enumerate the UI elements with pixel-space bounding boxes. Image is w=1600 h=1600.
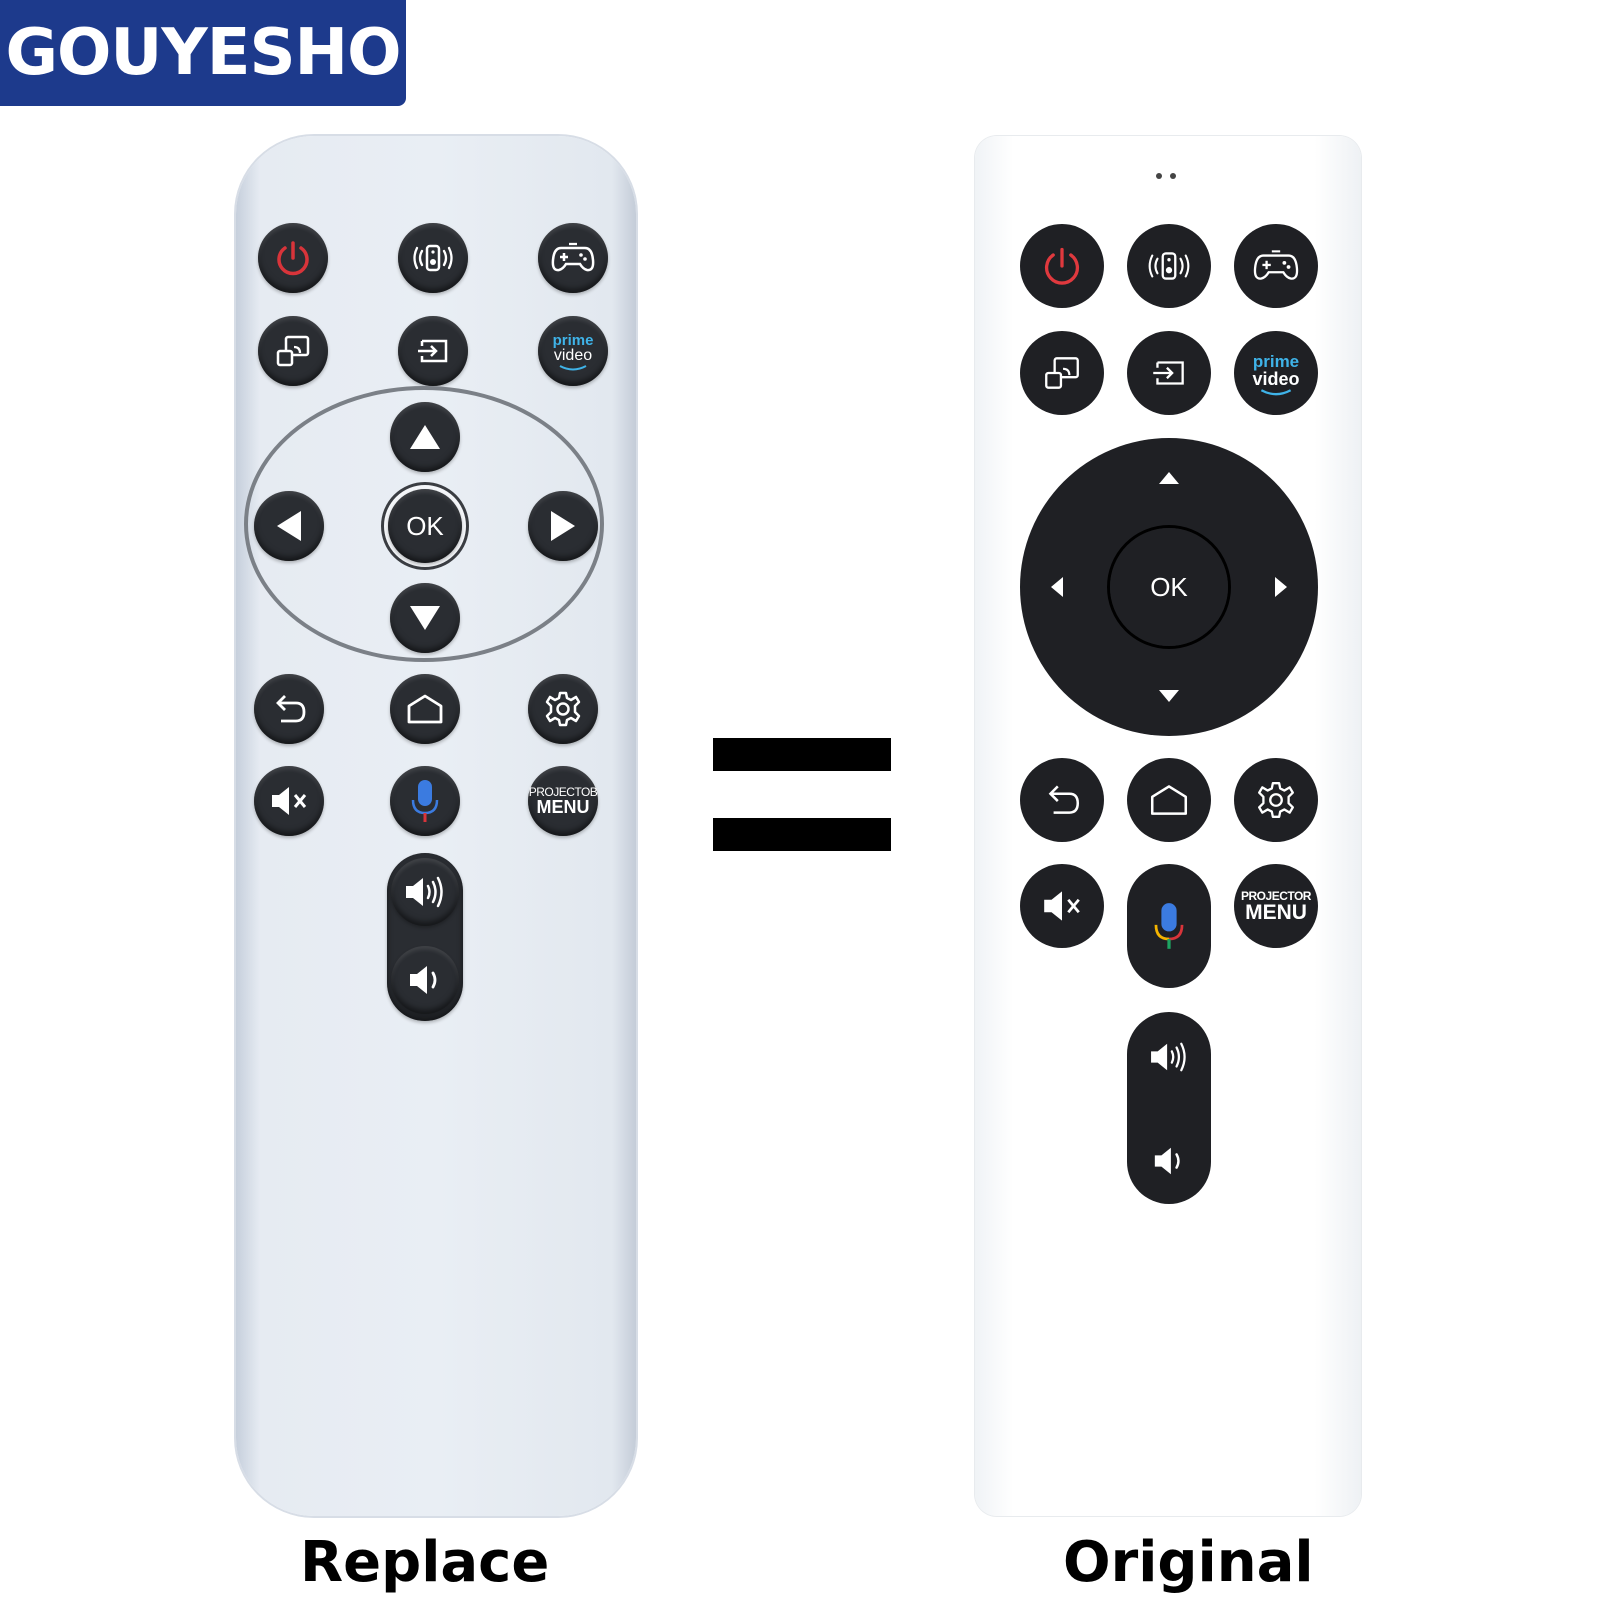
input-icon (418, 339, 448, 363)
mute-icon (272, 787, 307, 815)
brand-logo-text: GOUYESHO (5, 16, 401, 90)
equals-bar-top (713, 738, 891, 771)
speaker-icon (1148, 252, 1190, 280)
game-button[interactable] (1234, 224, 1318, 308)
caption-original: Original (1063, 1530, 1314, 1595)
menu-label: MENU (1245, 900, 1307, 924)
power-button[interactable] (1020, 224, 1104, 308)
prime-smile-icon (559, 364, 587, 370)
projector-label: PROJECTOR (1241, 888, 1311, 903)
left-arrow-icon (277, 511, 301, 541)
back-button[interactable] (254, 674, 324, 744)
volume-up-icon (406, 876, 443, 908)
up-button[interactable] (390, 402, 460, 472)
prime-video-label-bottom: video (553, 346, 593, 364)
microphone-icon (411, 780, 439, 822)
mic-holes (1156, 173, 1180, 179)
ok-button[interactable]: OK (388, 489, 462, 563)
projector-menu-button[interactable]: PROJECTOR MENU (1234, 864, 1318, 948)
prime-video-label-top: prime (1252, 352, 1300, 371)
left-button[interactable] (1037, 567, 1077, 607)
volume-up-button[interactable] (391, 858, 459, 926)
gamepad-icon (1253, 250, 1299, 280)
down-arrow-icon (410, 606, 440, 630)
ok-label: OK (1150, 572, 1188, 602)
volume-down-icon (1154, 1147, 1180, 1175)
brand-banner: GOUYESHO (0, 0, 406, 106)
back-icon (1048, 785, 1080, 814)
right-button[interactable] (1261, 567, 1301, 607)
power-icon (1045, 247, 1079, 285)
gamepad-icon (551, 242, 595, 272)
microphone-icon (1154, 903, 1184, 949)
prime-video-label-top: prime (552, 331, 594, 349)
settings-icon (1258, 782, 1294, 818)
projector-menu-button[interactable]: PROJECTOB MENU (528, 766, 598, 836)
volume-down-icon (410, 966, 437, 994)
settings-icon (545, 691, 581, 727)
power-button[interactable] (258, 223, 328, 293)
prime-video-button[interactable]: prime video (538, 316, 608, 386)
power-icon (277, 241, 309, 276)
right-arrow-icon (551, 511, 575, 541)
ok-button[interactable]: OK (1110, 528, 1228, 646)
prime-smile-icon (1260, 389, 1292, 396)
right-arrow-icon (1275, 577, 1287, 597)
volume-down-button[interactable] (391, 946, 459, 1014)
input-button[interactable] (398, 316, 468, 386)
settings-button[interactable] (528, 674, 598, 744)
input-button[interactable] (1127, 331, 1211, 415)
sound-button[interactable] (398, 223, 468, 293)
up-arrow-icon (1159, 472, 1179, 484)
caption-replace: Replace (300, 1530, 550, 1595)
left-arrow-icon (1051, 577, 1063, 597)
voice-button[interactable] (1127, 864, 1211, 988)
left-button[interactable] (254, 491, 324, 561)
home-button[interactable] (390, 674, 460, 744)
cast-icon (1045, 357, 1079, 389)
right-button[interactable] (528, 491, 598, 561)
prime-video-label-bottom: video (1252, 369, 1300, 389)
back-icon (276, 695, 306, 723)
prime-video-button[interactable]: prime video (1234, 331, 1318, 415)
up-arrow-icon (410, 425, 440, 449)
settings-button[interactable] (1234, 758, 1318, 842)
dpad-ring (244, 386, 604, 662)
down-button[interactable] (1149, 676, 1189, 716)
up-button[interactable] (1149, 458, 1189, 498)
voice-button[interactable] (390, 766, 460, 836)
ok-label: OK (406, 511, 444, 541)
cast-button[interactable] (258, 316, 328, 386)
down-button[interactable] (390, 583, 460, 653)
mute-button[interactable] (254, 766, 324, 836)
cast-button[interactable] (1020, 331, 1104, 415)
home-icon (1150, 785, 1188, 815)
input-icon (1153, 361, 1184, 385)
mute-button[interactable] (1020, 864, 1104, 948)
down-arrow-icon (1159, 690, 1179, 702)
home-button[interactable] (1127, 758, 1211, 842)
mute-icon (1044, 891, 1080, 921)
volume-up-icon (1151, 1042, 1186, 1072)
replacement-remote: prime video OK (236, 136, 636, 1516)
game-button[interactable] (538, 223, 608, 293)
cast-icon (276, 335, 310, 367)
volume-down-button[interactable] (1127, 1126, 1211, 1196)
sound-button[interactable] (1127, 224, 1211, 308)
ok-ring (1107, 525, 1231, 649)
back-button[interactable] (1020, 758, 1104, 842)
volume-up-button[interactable] (1127, 1022, 1211, 1092)
equals-bar-bottom (713, 818, 891, 851)
home-icon (407, 694, 443, 724)
original-remote: prime video OK (975, 136, 1361, 1516)
speaker-icon (413, 244, 453, 272)
menu-label: MENU (536, 797, 590, 817)
projector-label: PROJECTOB (528, 785, 598, 799)
